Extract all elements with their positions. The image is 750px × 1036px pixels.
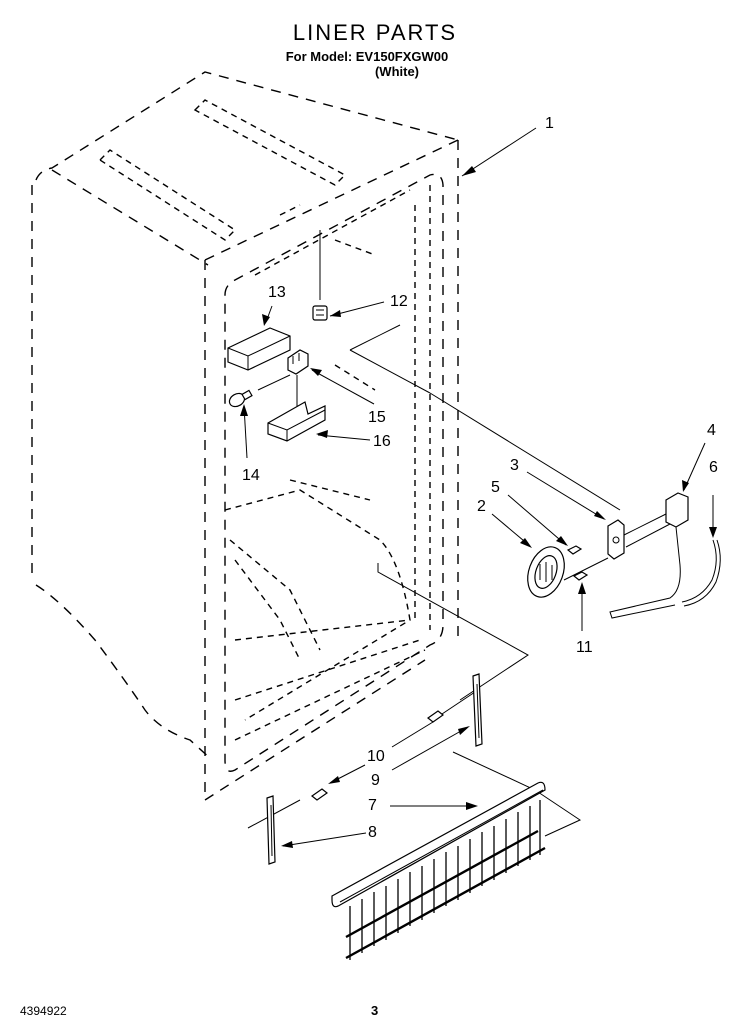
callout-6: 6 xyxy=(709,459,718,476)
callout-9: 9 xyxy=(371,772,380,789)
rack-supports xyxy=(266,673,483,865)
callout-11: 11 xyxy=(576,639,593,656)
thermostat-shaft xyxy=(563,512,671,581)
cabinet-outline xyxy=(31,71,459,801)
callout-3: 3 xyxy=(510,457,519,474)
socket-bracket-part xyxy=(267,401,326,442)
callout-10: 10 xyxy=(367,748,385,765)
light-shield-part xyxy=(227,327,291,371)
callout-4: 4 xyxy=(707,422,716,439)
callout-5: 5 xyxy=(491,479,500,496)
thermostat-part xyxy=(609,492,689,619)
callout-7: 7 xyxy=(368,797,377,814)
color-label: (White) xyxy=(374,64,420,79)
callout-1: 1 xyxy=(545,115,554,132)
page-number: 3 xyxy=(371,1003,379,1018)
capillary-tube-part xyxy=(681,539,721,607)
callout-8: 8 xyxy=(368,824,377,841)
document-number: 4394922 xyxy=(20,1004,67,1018)
control-bracket-plate-part xyxy=(607,519,625,560)
page-title: LINER PARTS xyxy=(292,20,458,45)
support-screws xyxy=(310,710,445,801)
model-label: For Model: EV150FXGW00 xyxy=(285,49,449,64)
callout-16: 16 xyxy=(373,433,391,450)
leader-lines xyxy=(240,127,717,848)
control-knob-part xyxy=(527,546,565,598)
callout-15: 15 xyxy=(368,409,386,426)
wire-rack-part xyxy=(331,781,546,960)
callout-14: 14 xyxy=(242,467,260,484)
liner-outline xyxy=(224,173,444,772)
light-socket-part xyxy=(287,349,309,375)
light-switch-part xyxy=(312,305,328,321)
screw-parts xyxy=(566,545,589,581)
callout-2: 2 xyxy=(477,498,486,515)
callout-13: 13 xyxy=(268,284,286,301)
callout-12: 12 xyxy=(390,293,408,310)
light-bulb-part xyxy=(228,389,253,408)
